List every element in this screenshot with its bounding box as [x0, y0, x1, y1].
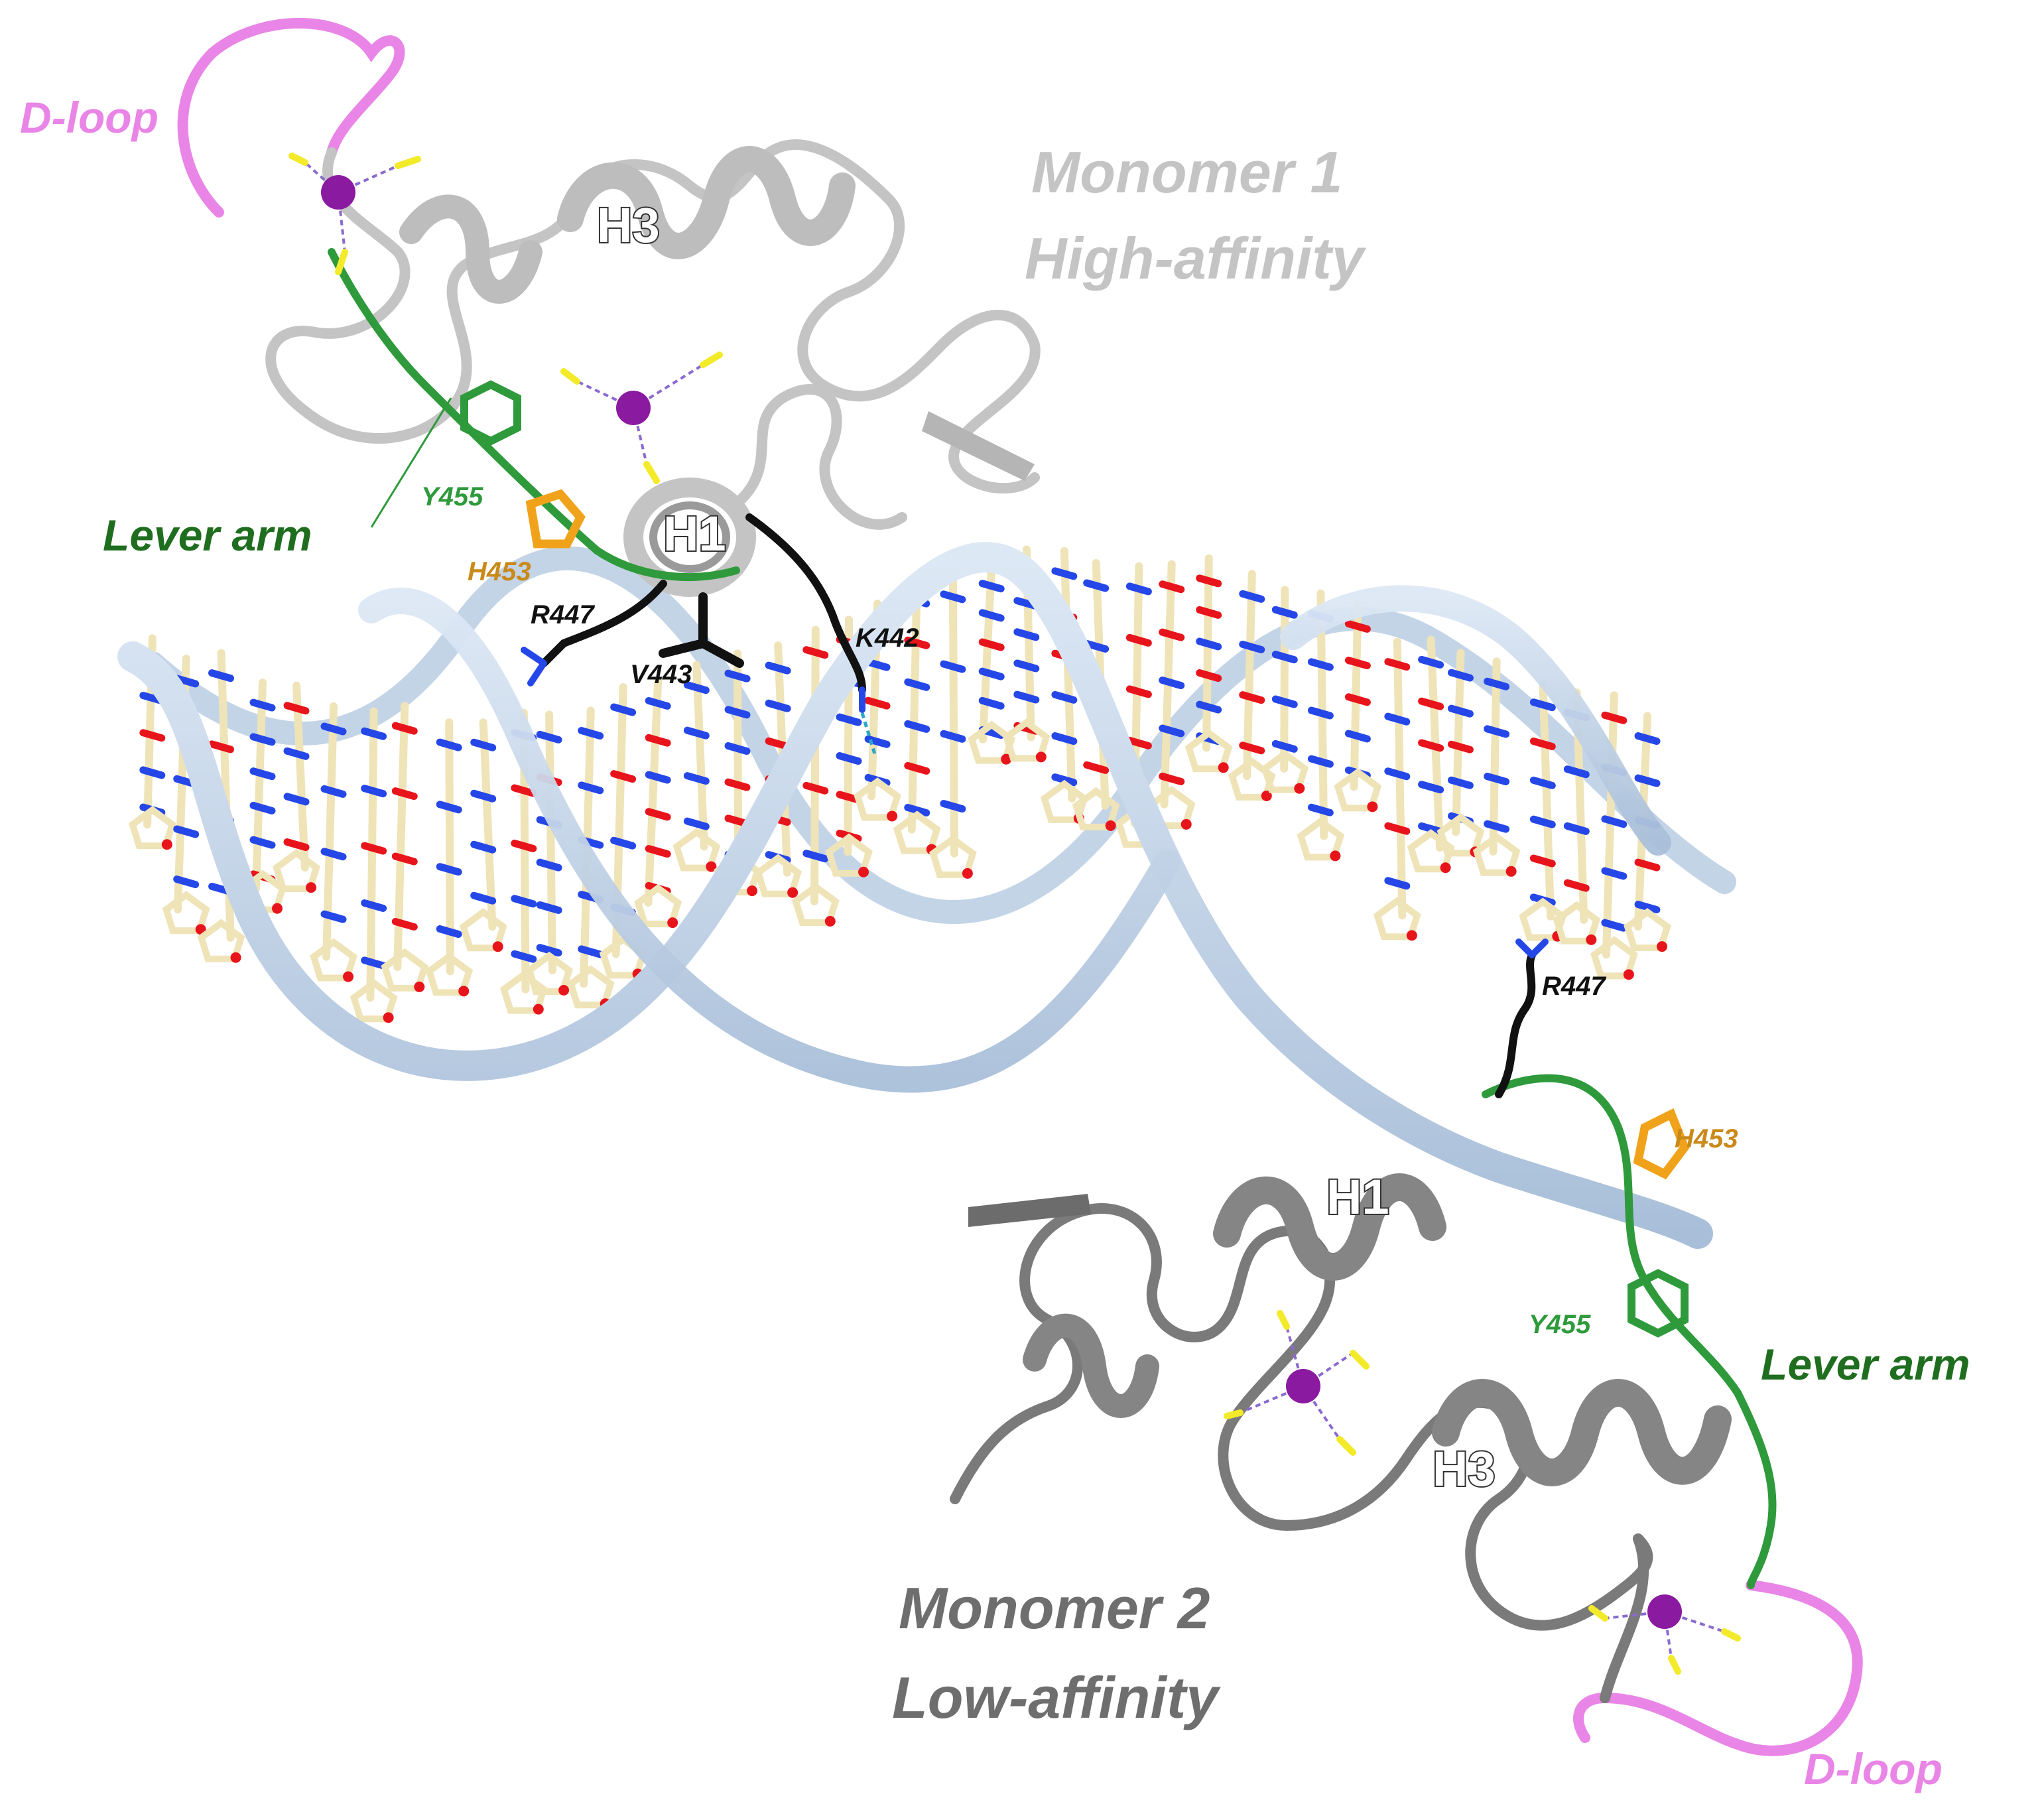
- dna-base-pairs: [128, 545, 1671, 1023]
- monomer-1-k442-hbond: [860, 712, 877, 757]
- monomer-2-dloop-label: D-loop: [1804, 1744, 1943, 1793]
- monomer-2-helix-h1: [1213, 1173, 1446, 1281]
- monomer-1-subtitle: High-affinity: [1025, 226, 1367, 291]
- base-pair: [1147, 560, 1196, 830]
- monomer-1-h1-label: H1: [663, 506, 726, 561]
- monomer-2-subtitle: Low-affinity: [892, 1665, 1221, 1730]
- monomer-1-v443-label: V443: [630, 660, 692, 689]
- base-pair: [381, 702, 429, 992]
- monomer-1-lever-arm-ribbon: [328, 248, 740, 581]
- monomer-1-r447-guanidinium: [521, 647, 547, 686]
- monomer-1-y455-sidechain: [460, 380, 521, 446]
- dna-backbone-front-3: [1280, 585, 1671, 856]
- monomer-1-h3-label: H3: [597, 198, 660, 253]
- base-pair: [310, 702, 357, 982]
- base-pair: [239, 679, 287, 914]
- monomer-1-coil-lower: [731, 384, 907, 530]
- monomer-2-y455-sidechain: [1628, 1269, 1689, 1338]
- monomer-2-r447-guanidinium: [1515, 938, 1549, 958]
- base-pair: [273, 681, 320, 893]
- base-pair: [1472, 657, 1521, 877]
- monomer-1-r447-sidechain: [540, 580, 667, 667]
- monomer-1-zinc-site-2: [560, 352, 723, 484]
- monomer-2-r447-label: R447: [1542, 972, 1606, 1001]
- base-pair: [1334, 600, 1382, 812]
- monomer-2-h3-label: H3: [1433, 1441, 1496, 1496]
- monomer-1-lever-arm-leader: [370, 397, 452, 528]
- monomer-2-h453-label: H453: [1675, 1124, 1738, 1153]
- monomer-1-lever-arm-label: Lever arm: [103, 511, 312, 560]
- base-pair: [929, 570, 977, 879]
- monomer-2-zinc-site-2: [1588, 1594, 1741, 1675]
- monomer-1-zinc-ion-1: [321, 175, 355, 210]
- base-pair: [1261, 586, 1309, 794]
- monomer-1-v443-sidechain: [659, 592, 744, 668]
- monomer-1-k442-label: K442: [856, 623, 919, 653]
- monomer-1-y455-label: Y455: [421, 482, 483, 511]
- monomer-1-zinc-site-1: [288, 153, 421, 275]
- monomer-1-dloop-label: D-loop: [20, 93, 159, 142]
- monomer-1-k442-sidechain: [745, 513, 866, 694]
- monomer-1-helix-left: [399, 194, 543, 304]
- monomer-1-title: Monomer 1: [1031, 139, 1342, 205]
- monomer-2-beta-strand: [968, 1194, 1091, 1227]
- monomer-2-zinc-ion-1: [1286, 1369, 1320, 1403]
- monomer-2-zinc-site-1: [1224, 1310, 1370, 1456]
- base-pair: [1590, 691, 1638, 980]
- base-pair: [1184, 554, 1233, 773]
- monomer-2-lever-arm-label: Lever arm: [1761, 1340, 1970, 1389]
- base-pair: [634, 677, 682, 929]
- base-pair: [1373, 637, 1421, 941]
- monomer-1-helix-h1: [623, 478, 756, 597]
- dna-backbone-front-2: [358, 587, 1181, 1093]
- base-pair: [893, 574, 941, 855]
- monomer-1-helix-h1-inner: [649, 501, 730, 573]
- monomer-2-coil: [950, 1203, 1653, 1631]
- monomer-1-dloop-ribbon: [177, 18, 405, 218]
- base-pair: [1437, 649, 1485, 858]
- monomer-2-zinc-ion-2: [1647, 1594, 1682, 1629]
- base-pair: [350, 707, 398, 1023]
- monomer-1-r447-label: R447: [531, 600, 595, 629]
- dna-backbone-back: [141, 546, 1736, 925]
- labels: Monomer 1 High-affinity D-loop Lever arm…: [20, 93, 1970, 1793]
- monomer-2-h453-sidechain: [1633, 1108, 1690, 1180]
- dna-double-helix: [117, 542, 1736, 1249]
- base-pair: [672, 661, 721, 872]
- monomer-2-y455-label: Y455: [1529, 1310, 1591, 1339]
- monomer-2-structure: [950, 938, 1863, 1756]
- base-pair: [459, 718, 507, 952]
- monomer-2-title: Monomer 2: [899, 1575, 1210, 1641]
- monomer-1-h453-label: H453: [468, 557, 531, 586]
- monomer-1-h453-sidechain: [525, 489, 586, 549]
- monomer-2-h1-label: H1: [1326, 1169, 1389, 1224]
- dna-backbone-front: [117, 542, 1713, 1249]
- base-pair: [1519, 678, 1567, 942]
- monomer-2-r447-sidechain: [1495, 951, 1536, 1098]
- monomer-1-zinc-ion-2: [616, 391, 651, 425]
- monomer-1-structure: [177, 18, 1041, 757]
- monomer-1-beta-strand: [922, 411, 1035, 481]
- base-pair: [1407, 635, 1455, 873]
- monomer-1-helix-h3: [557, 146, 856, 259]
- monomer-2-helix-left: [1023, 1313, 1159, 1418]
- base-pair: [425, 718, 474, 997]
- monomer-2-dloop-connector: [1600, 1533, 1649, 1703]
- monomer-2-lever-arm-ribbon: [1482, 1074, 1777, 1589]
- monomer-2-helix-h3: [1432, 1379, 1732, 1486]
